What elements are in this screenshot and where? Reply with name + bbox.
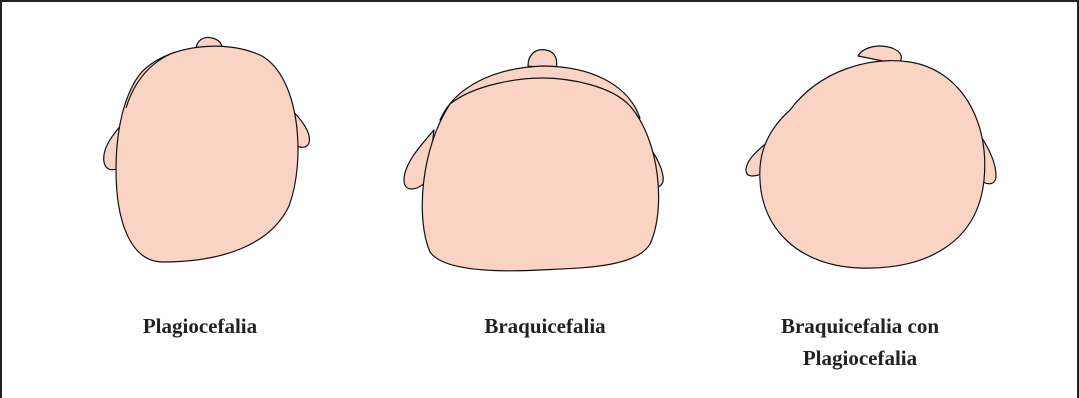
head-braquicefalia-skull: [422, 78, 658, 271]
label-braquicefalia-con-plagiocefalia: Braquicefalia con Plagiocefalia: [730, 310, 990, 374]
label-combined-line-1: Braquicefalia con: [730, 310, 990, 342]
head-combined-skull: [760, 61, 985, 268]
label-braquicefalia-line-1: Braquicefalia: [430, 310, 660, 342]
label-plagiocefalia: Plagiocefalia: [100, 310, 300, 342]
head-plagiocefalia-skull: [116, 46, 298, 262]
head-shapes-diagram: [0, 0, 1079, 290]
head-braquicefalia-con-plagiocefalia: [746, 46, 996, 268]
label-plagiocefalia-line-1: Plagiocefalia: [100, 310, 300, 342]
label-combined-line-2: Plagiocefalia: [730, 342, 990, 374]
label-braquicefalia: Braquicefalia: [430, 310, 660, 342]
head-braquicefalia: [404, 50, 663, 271]
head-plagiocefalia: [104, 38, 310, 263]
